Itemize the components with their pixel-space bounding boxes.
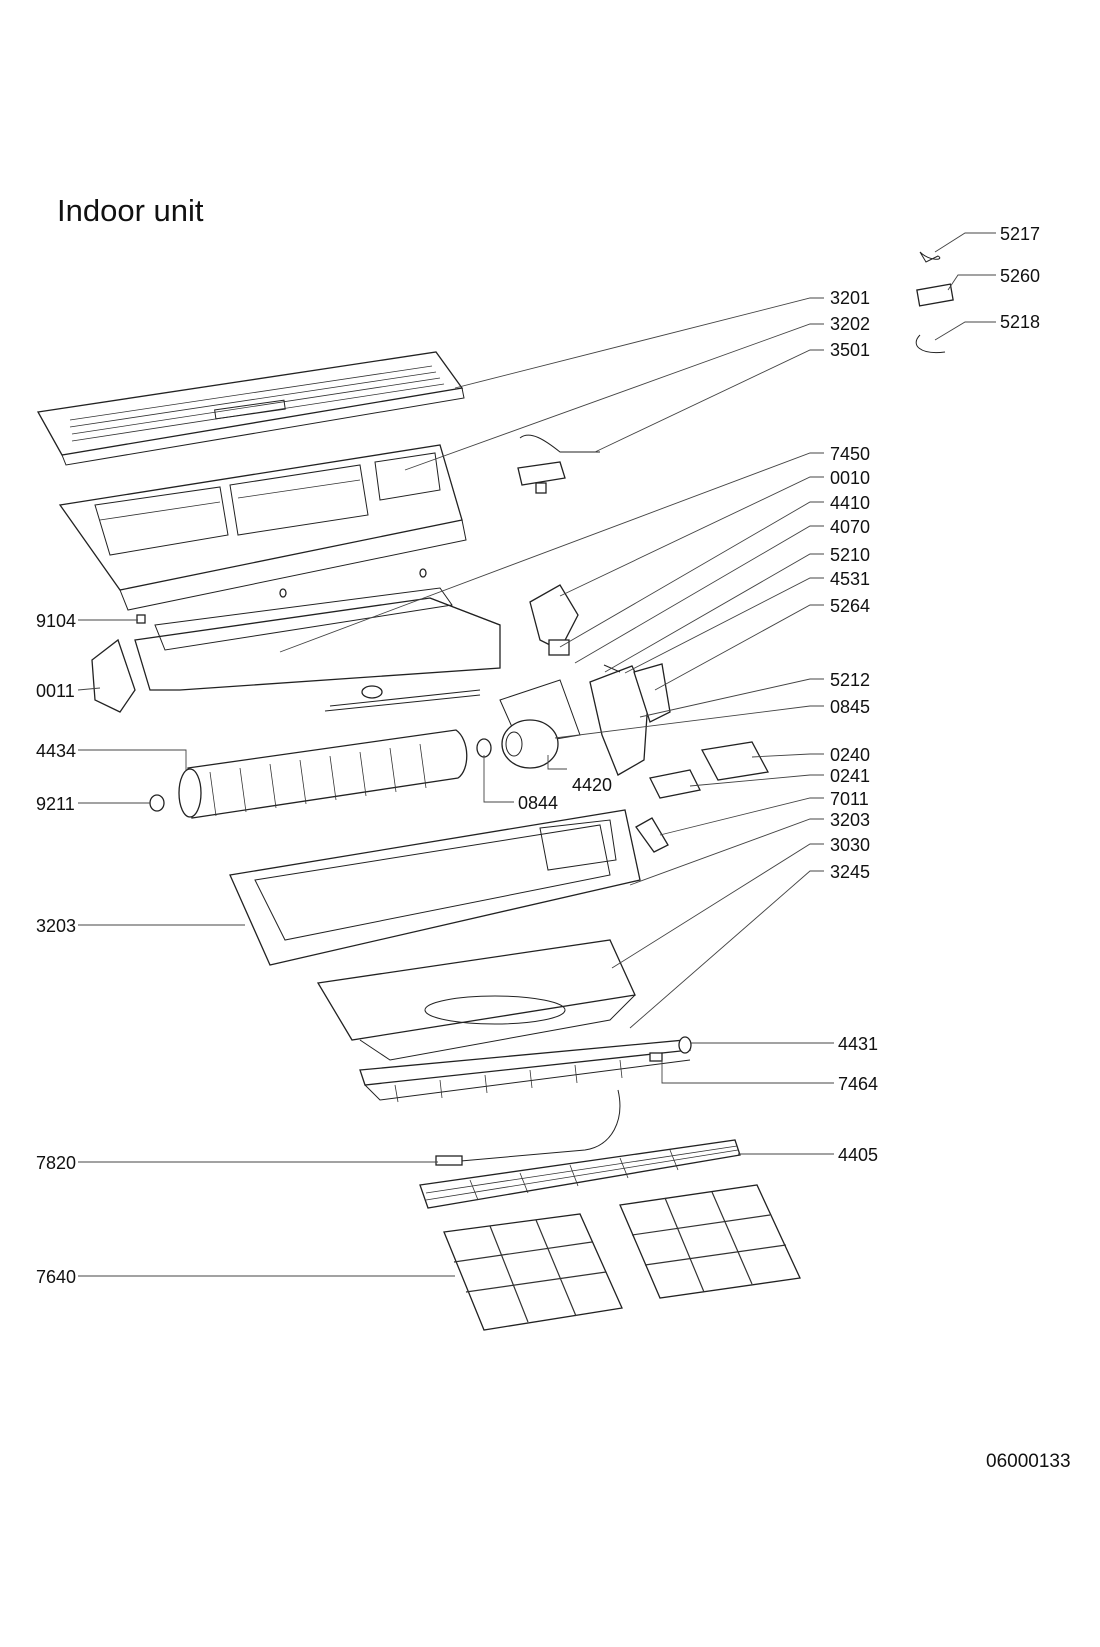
callout-label: 4420: [572, 775, 612, 795]
part-motor-housing: [499, 584, 671, 776]
part-wire-5218: [915, 334, 946, 354]
part-bearing: [476, 738, 492, 758]
part-fan-motor: [501, 719, 559, 769]
part-drain-hose: [437, 1089, 621, 1164]
callout-label: 7011: [830, 789, 869, 809]
callout-label: 0845: [830, 697, 870, 717]
callout-label: 0011: [36, 681, 75, 701]
part-pcb-box: [649, 769, 701, 799]
page-title: Indoor unit: [57, 193, 204, 228]
callout-label: 5212: [830, 670, 870, 690]
part-rear-frame: [229, 809, 641, 966]
part-air-filter: [619, 1184, 801, 1299]
part-screw: [279, 588, 287, 598]
part-bushing: [149, 794, 165, 812]
callout-label: 4070: [830, 517, 870, 537]
callout-label: 9211: [36, 794, 75, 814]
part-screw: [136, 614, 146, 624]
callout-label: 0241: [830, 766, 870, 786]
callout-label: 0010: [830, 468, 870, 488]
part-louver-shaft: [678, 1036, 692, 1054]
callout-label: 7450: [830, 444, 870, 464]
callout-label: 5217: [1000, 224, 1040, 244]
callout-label: 3201: [830, 288, 870, 308]
leader-lines: [77, 232, 996, 1277]
callout-label: 3203: [36, 916, 76, 936]
part-evaporator: [134, 587, 501, 712]
callout-label: 7640: [36, 1267, 76, 1287]
callout-label: 0844: [518, 793, 558, 813]
callout-label: 4531: [830, 569, 870, 589]
callout-label: 3501: [830, 340, 870, 360]
part-louver: [359, 1039, 691, 1103]
callout-label: 5210: [830, 545, 870, 565]
part-wire-5217: [919, 251, 941, 263]
part-mounting-plate: [316, 939, 636, 1061]
callout-label: 7464: [838, 1074, 878, 1094]
part-air-grille: [419, 1139, 741, 1209]
callout-labels: 5217 5260 3201 5218 3202 3501 7450 0010 …: [36, 224, 1040, 1287]
callout-label: 3202: [830, 314, 870, 334]
callout-label: 7820: [36, 1153, 76, 1173]
callout-label: 5218: [1000, 312, 1040, 332]
callout-label: 5264: [830, 596, 870, 616]
callout-label: 9104: [36, 611, 76, 631]
callout-label: 4410: [830, 493, 870, 513]
callout-label: 5260: [1000, 266, 1040, 286]
part-hose-end: [435, 1155, 463, 1166]
part-cross-flow-fan: [178, 729, 468, 819]
part-terminal-block: [916, 283, 954, 307]
part-side-bracket: [91, 638, 136, 713]
part-front-panel: [36, 351, 465, 466]
callout-label: 3030: [830, 835, 870, 855]
part-casing: [58, 444, 467, 611]
part-cable-assembly: [517, 434, 600, 494]
callout-label: 3245: [830, 862, 870, 882]
part-screw: [419, 568, 427, 578]
callout-label: 4405: [838, 1145, 878, 1165]
callout-label: 4434: [36, 741, 76, 761]
document-number: 06000133: [986, 1451, 1071, 1472]
callout-label: 0240: [830, 745, 870, 765]
part-air-filter: [443, 1213, 623, 1331]
part-pcb: [700, 741, 770, 781]
part-7011: [635, 817, 669, 853]
callout-label: 4431: [838, 1034, 878, 1054]
part-7464: [649, 1052, 663, 1062]
callout-label: 3203: [830, 810, 870, 830]
